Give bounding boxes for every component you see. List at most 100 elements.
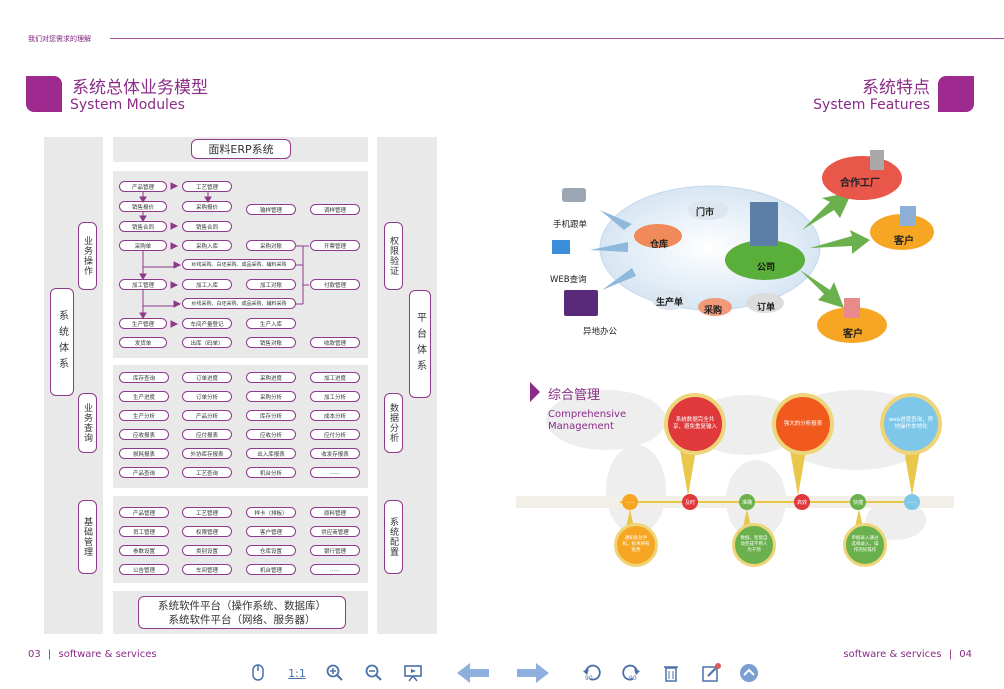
left-title-en: System Modules [70, 97, 185, 113]
ops-pill[interactable]: 出库（码单） [182, 337, 232, 348]
query-pill[interactable]: 库存分析 [246, 410, 296, 421]
query-pill[interactable]: 机台分析 [246, 467, 296, 478]
ops-pill[interactable]: 采购单 [119, 240, 167, 251]
base-pill[interactable]: 仓库设置 [246, 545, 296, 556]
base-pill[interactable]: 银行管理 [310, 545, 360, 556]
base-pill[interactable]: 员工管理 [119, 526, 169, 537]
base-pill[interactable]: 类别设置 [182, 545, 232, 556]
mgmt-arrow-icon [530, 382, 540, 402]
footer-left-sep: | [47, 649, 52, 660]
zoom-in-icon[interactable] [325, 663, 345, 683]
ops-pill[interactable]: 发货单 [119, 337, 167, 348]
ops-pill-wide[interactable]: 纱线采购、白坯采购、成品采购、辅料采购 [182, 259, 296, 270]
ops-pill[interactable]: 调样管理 [310, 204, 360, 215]
ops-pill[interactable]: 收款管理 [310, 337, 360, 348]
query-pill[interactable]: 成本分析 [310, 410, 360, 421]
base-pill[interactable]: 权限管理 [182, 526, 232, 537]
side-base-mgmt: 基础管理 [78, 500, 97, 574]
prev-page-arrow-icon[interactable] [456, 663, 490, 683]
ops-pill-wide[interactable]: 纱线采购、白坯采购、成品采购、辅料采购 [182, 298, 296, 309]
query-pill[interactable]: 应收分析 [246, 429, 296, 440]
platform-line-1: 系统软件平台（操作系统、数据库） [158, 599, 326, 612]
base-pill[interactable]: 公告管理 [119, 564, 169, 575]
footer-right-sep: | [948, 649, 953, 660]
ops-pill[interactable]: 采购对账 [246, 240, 296, 251]
query-pill[interactable]: 生产分析 [119, 410, 169, 421]
query-pill[interactable]: 加工分析 [310, 391, 360, 402]
query-pill[interactable]: 采购进度 [246, 372, 296, 383]
presentation-icon[interactable] [403, 663, 423, 683]
ops-pill[interactable]: 生产入库 [246, 318, 296, 329]
node-order: 订单 [757, 303, 776, 313]
edit-icon[interactable] [701, 663, 721, 683]
footer-right-page: 04 [959, 649, 972, 660]
node-company: 公司 [757, 263, 776, 273]
big-pin-3: web进度查询，异地操作本地化 [880, 393, 942, 455]
side-outer-left: 系统体系 [50, 288, 74, 396]
zoom-out-icon[interactable] [364, 663, 384, 683]
query-pill[interactable]: 损耗报表 [119, 448, 169, 459]
rotate-left-icon[interactable] [582, 663, 602, 683]
side-system-config: 系统配置 [384, 500, 403, 574]
query-pill[interactable]: 产品分析 [182, 410, 232, 421]
base-pill[interactable]: 产品管理 [119, 507, 169, 518]
ops-pill[interactable]: 工艺管理 [182, 181, 232, 192]
query-pill[interactable]: 生产进度 [119, 391, 169, 402]
node-purchase: 采购 [704, 306, 723, 316]
rotate-right-label: 90 [629, 675, 637, 682]
query-pill[interactable]: 订单进度 [182, 372, 232, 383]
side-outer-right: 平台体系 [409, 290, 431, 398]
base-pill[interactable]: 机台管理 [246, 564, 296, 575]
ops-pill[interactable]: 采购入库 [182, 240, 232, 251]
footer-right: software & services | 04 [843, 649, 972, 660]
base-pill[interactable]: 工艺管理 [182, 507, 232, 518]
query-pill[interactable]: 收发存报表 [310, 448, 360, 459]
ops-pill[interactable]: 销售对账 [246, 337, 296, 348]
base-pill[interactable]: 参数设置 [119, 545, 169, 556]
actual-size-button[interactable]: 1:1 [288, 666, 306, 680]
rotate-right-icon[interactable] [621, 663, 641, 683]
query-pill[interactable]: 外协库存报表 [182, 448, 232, 459]
query-pill[interactable]: 采购分析 [246, 391, 296, 402]
ops-pill[interactable]: 付款管理 [310, 279, 360, 290]
query-pill[interactable]: …… [310, 467, 360, 478]
base-pill[interactable]: 客户管理 [246, 526, 296, 537]
ops-pill[interactable]: 销售合同 [182, 221, 232, 232]
base-pill[interactable]: 样卡（排板） [246, 507, 296, 518]
base-pill[interactable]: …… [310, 564, 360, 575]
query-pill[interactable]: 应付分析 [310, 429, 360, 440]
right-title-en: System Features [813, 97, 930, 113]
ops-pill[interactable]: 采购报价 [182, 201, 232, 212]
trash-icon[interactable] [661, 663, 681, 683]
query-pill[interactable]: 出入库报表 [246, 448, 296, 459]
base-pill[interactable]: 供应商管理 [310, 526, 360, 537]
query-pill[interactable]: 工艺查询 [182, 467, 232, 478]
query-pill[interactable]: 应收报表 [119, 429, 169, 440]
input-label-mobile: 手机跟单 [553, 220, 588, 230]
base-pill[interactable]: 原料管理 [310, 507, 360, 518]
ops-pill[interactable]: 加工入库 [182, 279, 232, 290]
side-business-ops: 业务操作 [78, 222, 97, 290]
platform-box: 系统软件平台（操作系统、数据库） 系统软件平台（网络、服务器） [138, 596, 346, 629]
scroll-up-icon[interactable] [739, 663, 759, 683]
mouse-icon[interactable] [248, 663, 268, 683]
query-pill[interactable]: 库存查询 [119, 372, 169, 383]
next-page-arrow-icon[interactable] [516, 663, 550, 683]
query-pill[interactable]: 产品查询 [119, 467, 169, 478]
right-title-cn: 系统特点 [862, 78, 930, 98]
header-line [110, 38, 1004, 39]
ops-pill[interactable]: 加工对账 [246, 279, 296, 290]
timeline-dot: …… [622, 494, 638, 510]
query-pill[interactable]: 订单分析 [182, 391, 232, 402]
node-warehouse: 仓库 [650, 240, 669, 250]
timeline-dot: 高效 [794, 494, 810, 510]
ops-pill[interactable]: 产品管理 [119, 181, 167, 192]
ops-pill[interactable]: 开票管理 [310, 240, 360, 251]
timeline-line [620, 501, 920, 503]
query-pill[interactable]: 加工进度 [310, 372, 360, 383]
ops-pill[interactable]: 车间产量登记 [182, 318, 232, 329]
base-pill[interactable]: 车间管理 [182, 564, 232, 575]
side-data-analysis: 数据分析 [384, 393, 403, 453]
query-pill[interactable]: 应付报表 [182, 429, 232, 440]
ops-pill[interactable]: 输样管理 [246, 204, 296, 215]
